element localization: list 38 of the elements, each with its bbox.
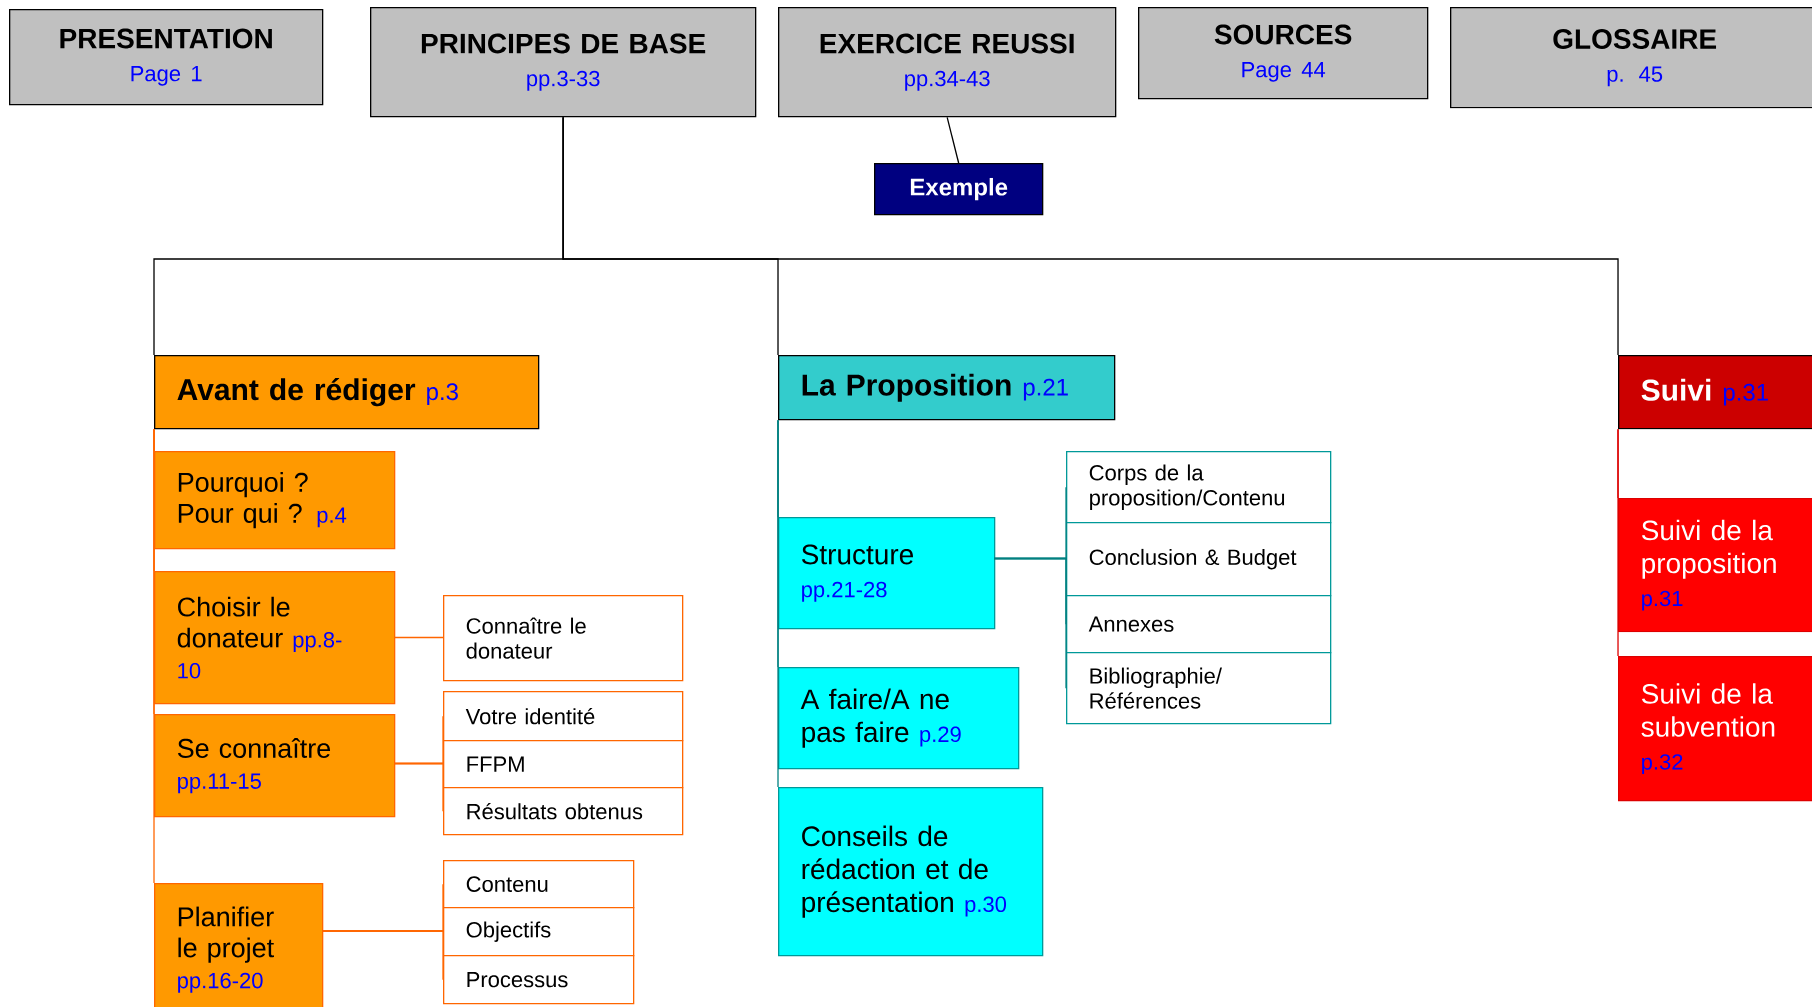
- section-box: PRINCIPES DE BASE pp.3-33: [370, 7, 757, 118]
- subtopic-box: Conclusion & Budget: [1066, 522, 1332, 597]
- connector-line: [1617, 428, 1619, 657]
- subtopic-box: Annexes: [1066, 595, 1332, 654]
- topic-box: Suivi p.31: [1618, 355, 1812, 430]
- connector-line: [993, 557, 1067, 689]
- topic-box: Conseils de rédaction et de présentation p.30: [778, 787, 1044, 957]
- connector-line: [562, 116, 1619, 356]
- topic-box: Structure pp.21-28: [778, 517, 996, 630]
- subtopic-box: Bibliographie/ Références: [1066, 652, 1332, 725]
- section-box: EXERCICE REUSSI pp.34-43: [778, 7, 1117, 118]
- subtopic-box: Contenu: [443, 860, 635, 909]
- topic-box: Suivi de la proposition p.31: [1618, 498, 1812, 633]
- example-box: Exemple: [874, 163, 1044, 216]
- subtopic-box: Objectifs: [443, 907, 635, 957]
- topic-box: Suivi de la subvention p.32: [1618, 656, 1812, 802]
- subtopic-box: FFPM: [443, 740, 684, 789]
- connector-line: [153, 428, 155, 884]
- section-box: SOURCES Page 44: [1138, 7, 1429, 100]
- topic-box: Pourquoi ? Pour qui ? p.4: [154, 451, 396, 550]
- connector-line: [321, 930, 444, 981]
- subtopic-box: Corps de la proposition/Contenu: [1066, 451, 1332, 524]
- subtopic-box: Votre identité: [443, 691, 684, 742]
- topic-box: Planifier le projet pp.16-20: [154, 883, 324, 1007]
- connector-line: [393, 762, 444, 812]
- connector-line: [777, 419, 779, 788]
- subtopic-box: Résultats obtenus: [443, 787, 684, 836]
- topic-box: Se connaître pp.11-15: [154, 714, 396, 818]
- section-box: PRESENTATION Page 1: [9, 9, 324, 106]
- topic-box: La Proposition p.21: [778, 355, 1116, 421]
- topic-box: Choisir le donateur pp.8-10: [154, 571, 396, 705]
- subtopic-box: Processus: [443, 955, 635, 1005]
- connector-line: [393, 636, 444, 639]
- topic-box: Avant de rédiger p.3: [154, 355, 540, 430]
- subtopic-box: Connaître le donateur: [443, 595, 684, 682]
- connector-line: [946, 116, 960, 164]
- topic-box: A faire/A ne pas faire p.29: [778, 667, 1020, 770]
- section-box: GLOSSAIRE p. 45: [1450, 7, 1812, 109]
